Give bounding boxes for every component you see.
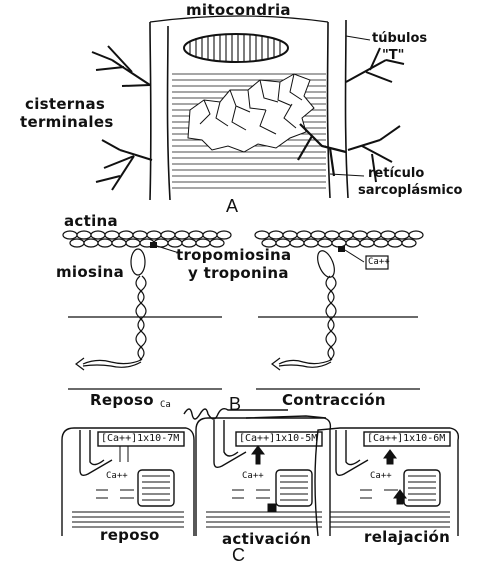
ion-label-rest: Ca++ [106, 472, 128, 481]
concentration-activation: [Ca++]1x10-5M [239, 434, 317, 444]
external-calcium-label: Ca [160, 401, 171, 410]
state-label-relaxation: relajación [364, 530, 450, 545]
concentration-rest: [Ca++]1x10-7M [101, 434, 179, 444]
state-label-rest: reposo [100, 528, 160, 543]
panel-c-letter: C [232, 546, 245, 564]
concentration-relaxation: [Ca++]1x10-6M [367, 434, 445, 444]
ion-label-activation: Ca++ [242, 472, 264, 481]
ion-label-relaxation: Ca++ [370, 472, 392, 481]
